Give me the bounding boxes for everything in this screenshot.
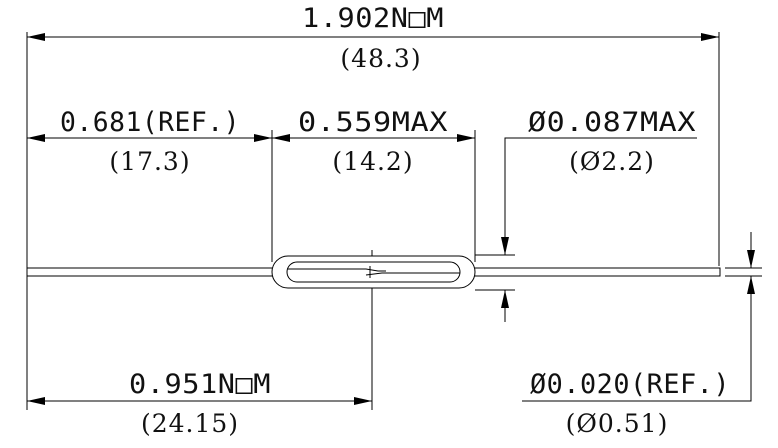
lead-diameter-imperial-label: Ø0.020(REF.) bbox=[530, 369, 730, 400]
dimension-lines bbox=[27, 33, 755, 405]
glass-diameter-metric-label: (Ø2.2) bbox=[569, 147, 655, 176]
glass-length-metric-label: (14.2) bbox=[332, 147, 413, 176]
lead-length-right-arrow bbox=[254, 134, 272, 142]
glass-diameter-bottom-arrow bbox=[501, 290, 509, 308]
right-reed-blade bbox=[365, 272, 460, 276]
glass-diameter-top-arrow bbox=[501, 237, 509, 255]
right-lead-wire bbox=[459, 267, 721, 277]
glass-envelope-inner bbox=[286, 261, 461, 283]
overall-length-left-arrow bbox=[27, 33, 45, 41]
lead-length-metric-label: (17.3) bbox=[109, 147, 190, 176]
glass-length-right-arrow bbox=[457, 134, 475, 142]
overall-length-imperial-label: 1.902N□M bbox=[302, 3, 444, 34]
overall-length-right-arrow bbox=[701, 33, 719, 41]
center-distance-imperial-label: 0.951N□M bbox=[129, 369, 271, 400]
glass-envelope-outer bbox=[271, 255, 476, 289]
glass-length-imperial-label: 0.559MAX bbox=[298, 107, 448, 138]
center-distance-metric-label: (24.15) bbox=[141, 409, 239, 438]
left-lead-wire bbox=[26, 267, 288, 277]
glass-length-left-arrow bbox=[272, 134, 290, 142]
lead-length-left-arrow bbox=[27, 134, 45, 142]
glass-diameter-imperial-label: Ø0.087MAX bbox=[528, 107, 696, 138]
overall-length-metric-label: (48.3) bbox=[340, 44, 421, 73]
lead-diameter-bottom-arrow bbox=[747, 276, 755, 294]
dimension-labels: 1.902N□M (48.3) 0.681(REF.) (17.3) 0.559… bbox=[60, 3, 730, 438]
lead-length-imperial-label: 0.681(REF.) bbox=[60, 107, 240, 138]
reed-switch-component bbox=[26, 255, 721, 289]
lead-diameter-metric-label: (Ø0.51) bbox=[566, 409, 669, 438]
extension-lines bbox=[26, 32, 762, 410]
lead-diameter-top-arrow bbox=[747, 250, 755, 268]
center-distance-left-arrow bbox=[27, 397, 45, 405]
left-reed-blade bbox=[287, 268, 386, 272]
glass-diameter-leader-line bbox=[504, 137, 697, 255]
center-distance-right-arrow bbox=[354, 397, 372, 405]
lead-diameter-leader-line bbox=[522, 276, 752, 402]
